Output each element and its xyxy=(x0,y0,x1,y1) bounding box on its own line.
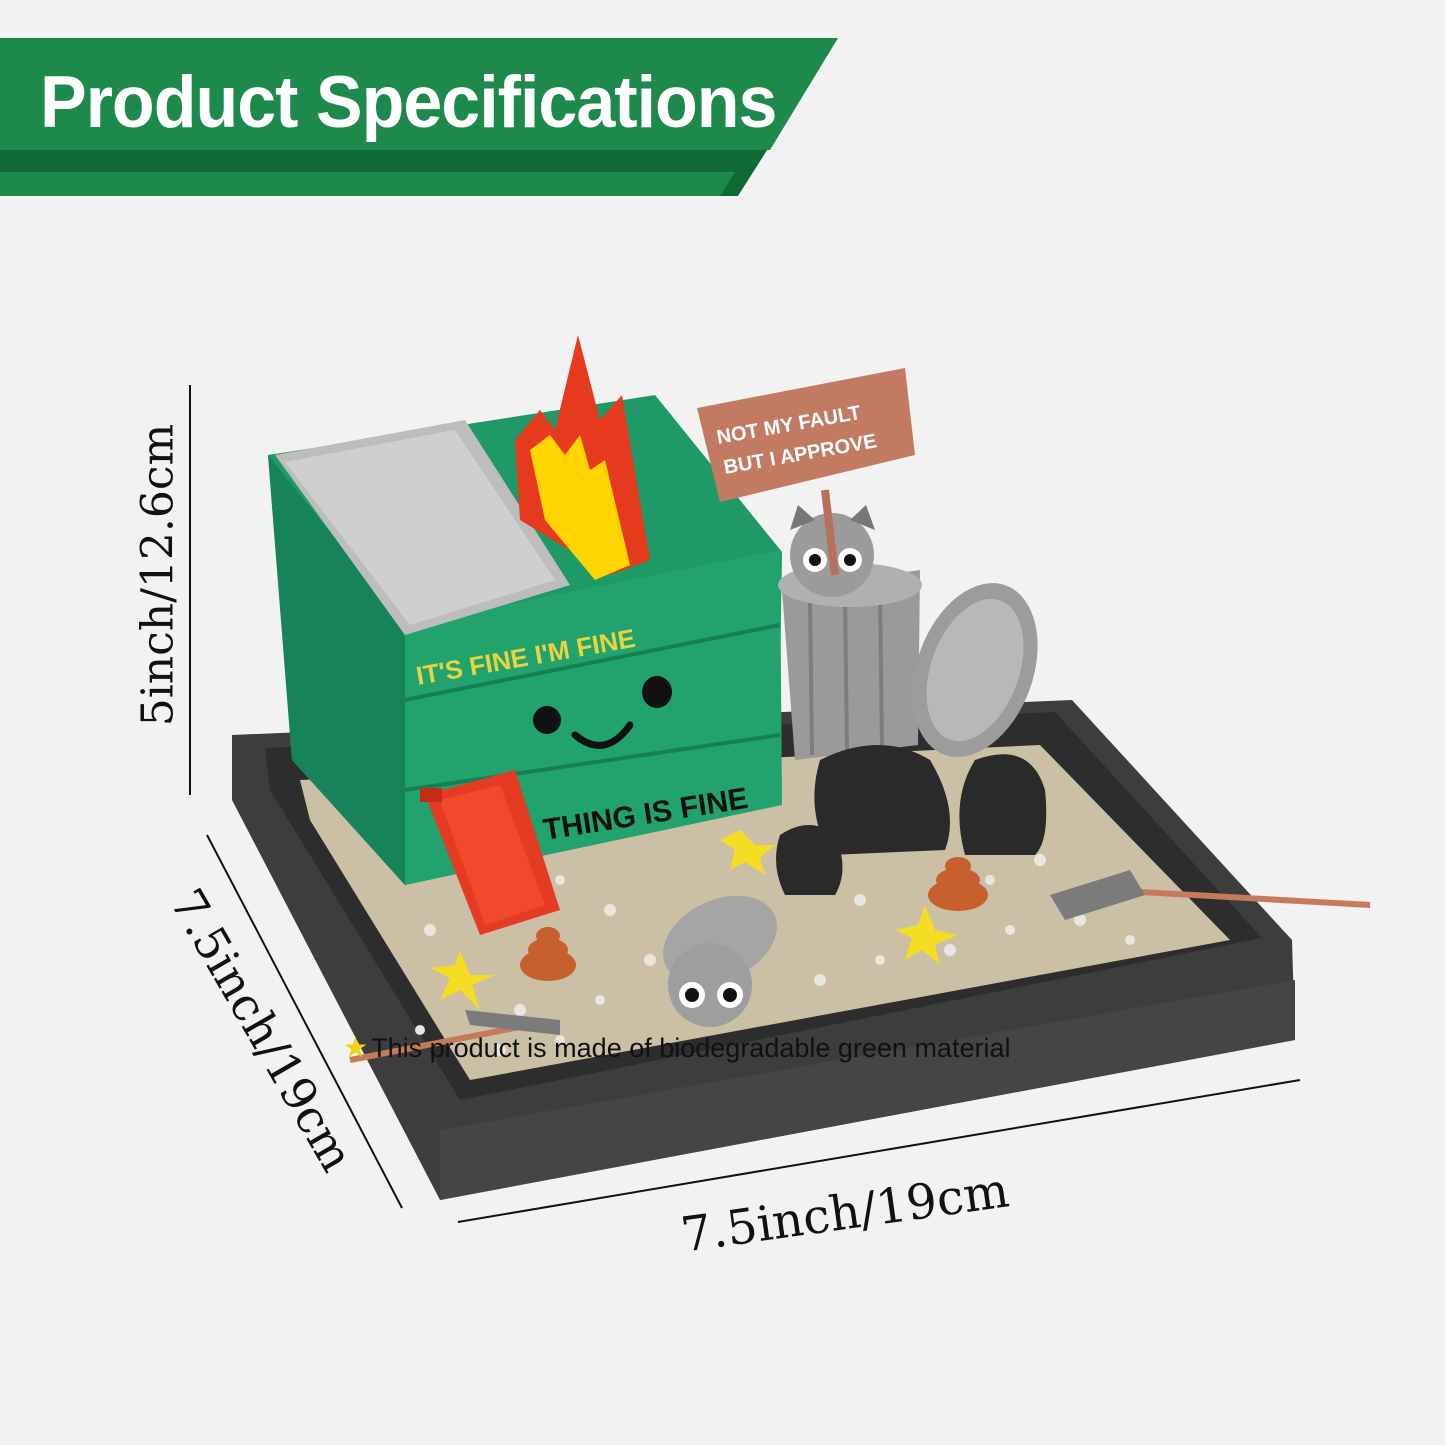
gas-can xyxy=(420,770,560,935)
star-icon: ★ xyxy=(343,1031,369,1064)
lying-raccoon xyxy=(663,895,777,1027)
page-title: Product Specifications xyxy=(40,61,777,143)
footer-text: This product is made of biodegradable gr… xyxy=(371,1032,1011,1063)
width-dimension-line xyxy=(457,1079,1301,1223)
header-banner xyxy=(0,38,838,196)
trash-can xyxy=(778,505,1038,760)
banana-peels xyxy=(430,830,958,1010)
height-dimension-label: 5inch/12.6cm xyxy=(132,423,184,727)
depth-dimension-line xyxy=(206,834,403,1209)
dumpster: IT'S FINE I'M FINE THING IS FINE xyxy=(268,335,782,885)
garbage-bags xyxy=(776,745,1047,895)
footer-note-main: ★ This product is made of biodegradable … xyxy=(343,1030,1010,1066)
shovels xyxy=(349,870,1371,1063)
poop-decor xyxy=(520,857,988,981)
sign: NOT MY FAULT BUT I APPROVE xyxy=(697,368,915,576)
